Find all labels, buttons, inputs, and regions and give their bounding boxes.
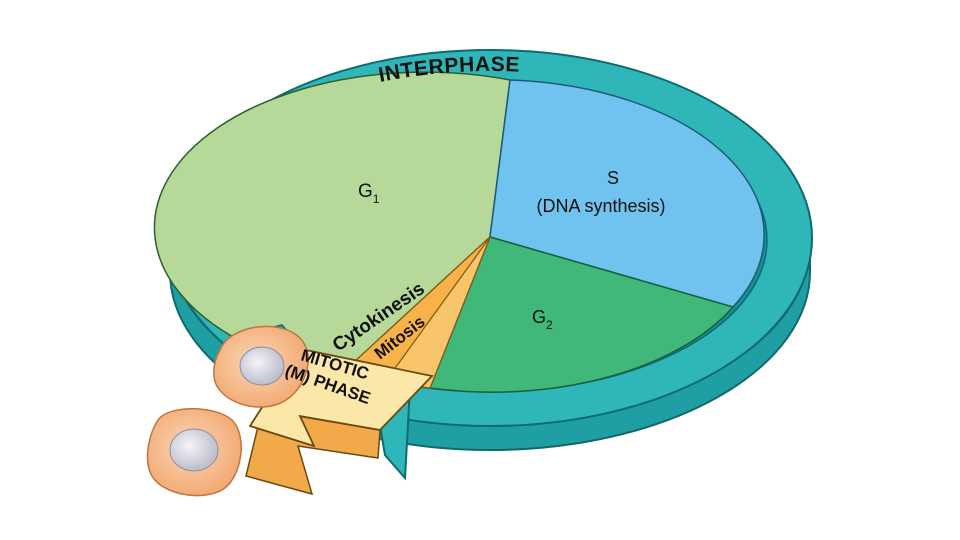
dna-synthesis-label: (DNA synthesis)	[536, 196, 665, 216]
g1-label: G1	[358, 181, 380, 206]
s-label: S	[607, 168, 619, 188]
s-sector	[489, 79, 765, 308]
g2-sector	[428, 236, 735, 393]
g2-label: G2	[532, 307, 553, 332]
dividing-cell-top	[213, 325, 309, 408]
dividing-cell-bottom	[146, 408, 242, 497]
